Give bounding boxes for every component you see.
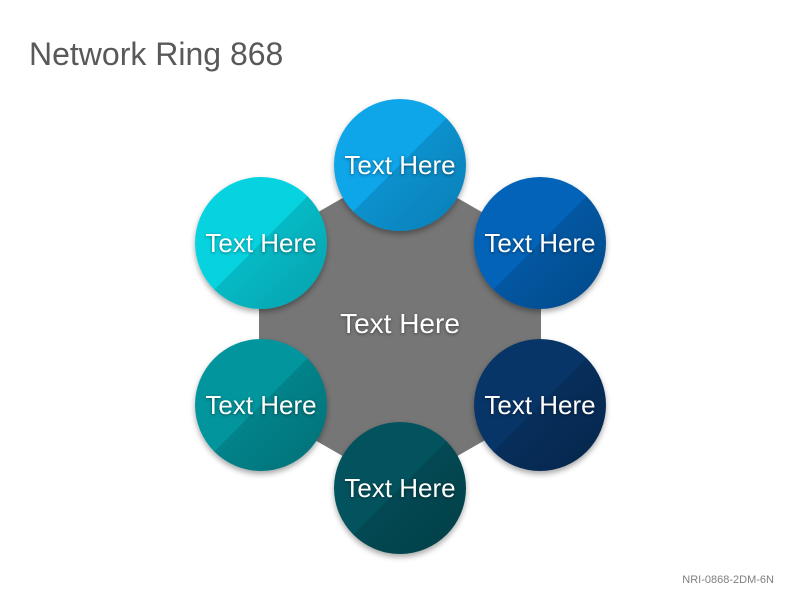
ring-node-label: Text Here: [484, 227, 596, 258]
ring-node-label: Text Here: [344, 149, 456, 180]
ring-node-label: Text Here: [344, 472, 456, 503]
ring-node-bottom[interactable]: Text Here: [334, 422, 466, 554]
ring-node-upper-right[interactable]: Text Here: [474, 177, 606, 309]
center-label: Text Here: [340, 308, 460, 339]
center-hexagon: [259, 165, 541, 489]
ring-node-upper-left[interactable]: Text Here: [195, 177, 327, 309]
ring-node-lower-right[interactable]: Text Here: [474, 339, 606, 471]
slide-code: NRI-0868-2DM-6N: [682, 574, 774, 586]
ring-node-label: Text Here: [205, 389, 317, 420]
ring-node-top[interactable]: Text Here: [334, 99, 466, 231]
ring-node-label: Text Here: [484, 389, 596, 420]
ring-node-lower-left[interactable]: Text Here: [195, 339, 327, 471]
ring-node-label: Text Here: [205, 227, 317, 258]
page-title: Network Ring 868: [29, 36, 284, 72]
